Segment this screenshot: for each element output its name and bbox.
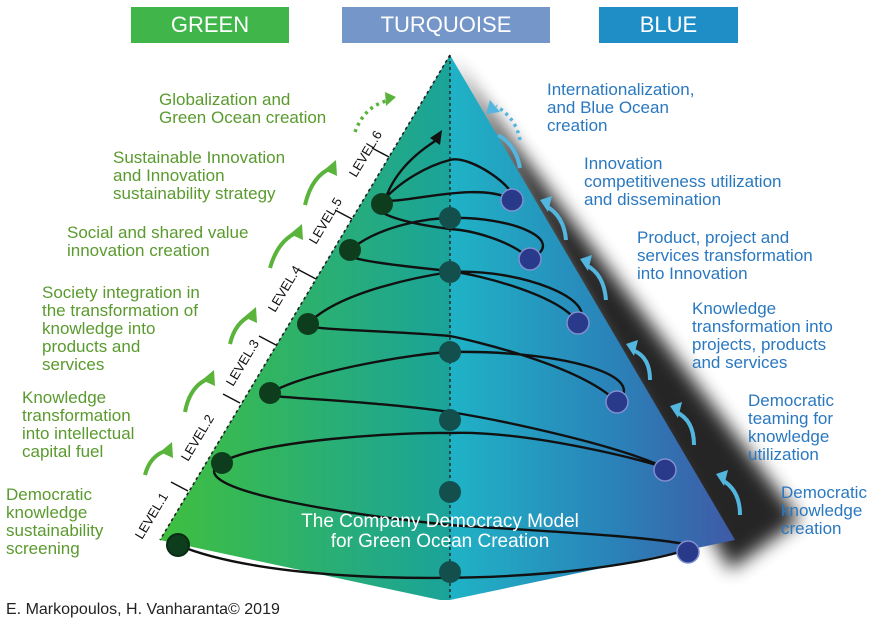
blue-label-2: Democratic teaming for knowledge utiliza… [748, 391, 834, 464]
green-label-5: Sustainable Innovation and Innovation su… [113, 148, 286, 203]
green-ocean-header: GREEN OCEAN [131, 7, 289, 73]
pyramid-left-edge [159, 54, 451, 541]
blue-label-4: Product, project and services transforma… [637, 228, 813, 283]
green-nodes [166, 193, 393, 557]
blue-label-5: Innovation competitiveness utilization a… [584, 154, 782, 209]
model-title: The Company Democracy Model for Green Oc… [301, 511, 579, 552]
green-arrow-heads [160, 160, 337, 458]
pyramid-shadow [450, 60, 800, 570]
green-label-3: Society integration in the transformatio… [42, 283, 200, 374]
blue-arrow-heads [486, 100, 728, 486]
blue-label-3: Knowledge transformation into projects, … [692, 299, 833, 372]
green-label-1: Democratic knowledge sustainability scre… [6, 485, 104, 558]
level-6-label: LEVEL.6 [346, 128, 385, 180]
level-ticks [170, 147, 390, 492]
spiral-path [177, 136, 693, 580]
green-label-4: Social and shared value innovation creat… [67, 223, 249, 260]
blue-label-1: Democratic knowledge creation [781, 483, 867, 538]
green-label-6: Globalization and Green Ocean creation [159, 90, 327, 127]
green-dotted-arrow [353, 98, 391, 133]
level-5-label: LEVEL.5 [306, 195, 345, 247]
blue-dotted-arrow [495, 104, 522, 141]
green-label-2: Knowledge transformation into intellectu… [22, 388, 135, 461]
center-nodes [439, 207, 461, 583]
credit-text: E. Markopoulos, H. Vanharanta© 2019 [6, 601, 280, 618]
blue-ocean-header: BLUE OCEAN [599, 7, 738, 73]
blue-nodes [500, 188, 700, 564]
level-4-label: LEVEL.4 [265, 263, 304, 315]
blue-label-6: Internationalization, and Blue Ocean cre… [547, 80, 695, 135]
